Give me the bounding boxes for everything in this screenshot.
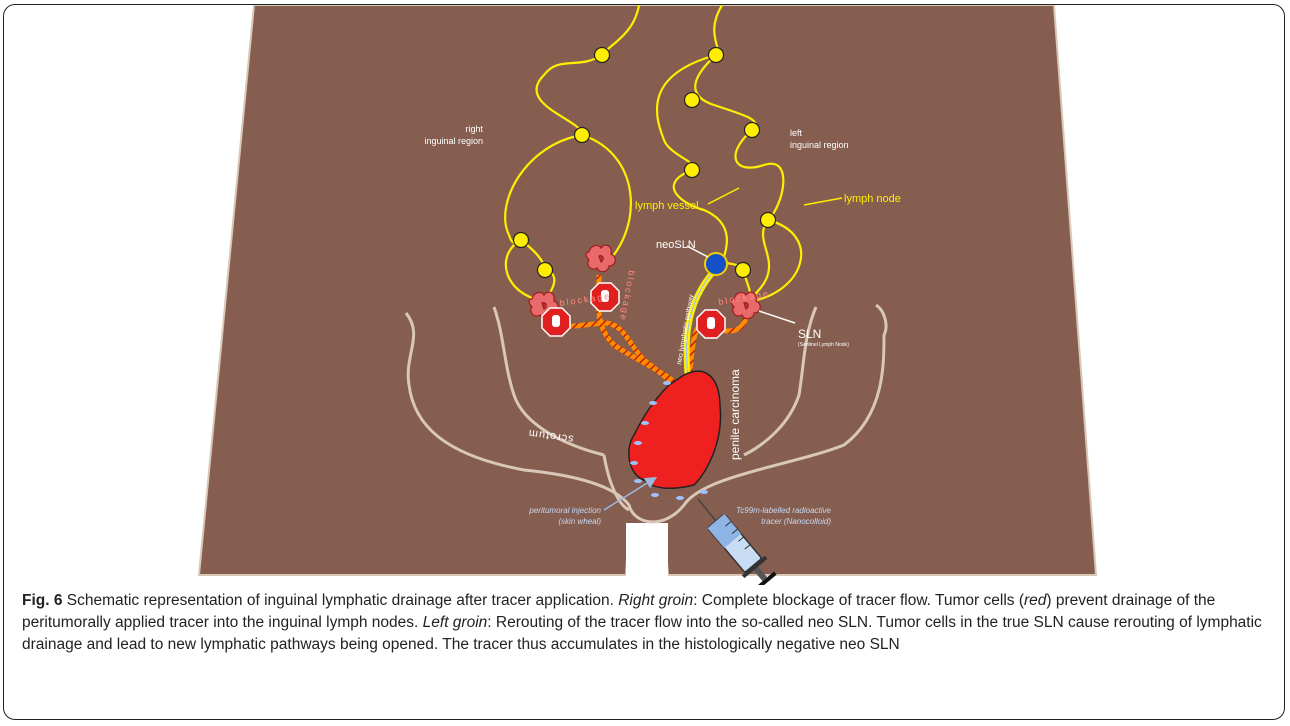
body-silhouette [199,5,1096,583]
left-region-label-2: inguinal region [790,140,849,150]
lymph-node [575,128,590,143]
caption-text: : Complete blockage of tracer flow. Tumo… [693,592,1024,609]
lymph-node [685,93,700,108]
sln-label: SLN [798,327,821,341]
lymph-node [736,263,751,278]
left-region-label-1: left [790,128,803,138]
tracer-label-2: tracer (Nanocolloid) [761,517,831,526]
injection-label-1: peritumoral injection [528,506,601,515]
figure-caption: Fig. 6 Schematic representation of ingui… [22,590,1274,656]
caption-red: red [1024,592,1046,609]
injection-label-2: (skin wheal) [558,517,601,526]
lymph-node [538,263,553,278]
right-region-label-2: inguinal region [424,136,483,146]
lymphatic-drainage-diagram: right inguinal region left inguinal regi… [4,5,1285,585]
caption-right-groin: Right groin [618,592,693,609]
stop-hand-icon [697,310,725,338]
neo-sln-label: neoSLN [656,239,696,251]
caption-fig-number: Fig. 6 [22,592,62,609]
lymph-node [685,163,700,178]
lymph-node-label: lymph node [844,193,901,205]
figure-frame: right inguinal region left inguinal regi… [3,4,1285,720]
lymph-vessel-label: lymph vessel [635,200,699,212]
caption-text: Schematic representation of inguinal lym… [62,592,618,609]
lymph-node [514,233,529,248]
lymph-node [761,213,776,228]
right-region-label-1: right [465,124,483,134]
lymph-node [709,48,724,63]
caption-left-groin: Left groin [423,614,488,631]
stop-hand-icon [542,308,570,336]
neo-sln-node [705,253,727,275]
tracer-label-1: Tc99m-labelled radioactive [736,506,831,515]
penile-carcinoma-label: penile carcinoma [728,369,742,460]
lymph-node [595,48,610,63]
sln-full-label: (Sentinel Lymph Node) [798,342,849,348]
lymph-node [745,123,760,138]
